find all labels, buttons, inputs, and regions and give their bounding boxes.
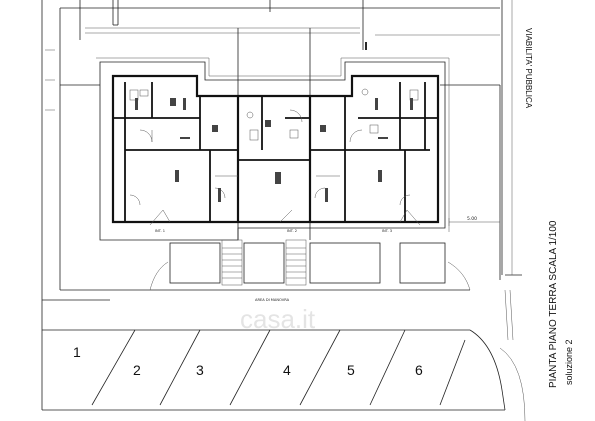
- unit-label-3: INT. 3: [382, 229, 392, 233]
- bathroom-fixtures: [129, 88, 419, 141]
- dimension-label: 5.00: [467, 216, 477, 222]
- drawing-subtitle: soluzione 2: [564, 339, 574, 385]
- room-annotations: [135, 98, 413, 202]
- unit-label-1: INT. 1: [155, 229, 165, 233]
- stall-number-4: 4: [283, 362, 291, 378]
- interior-walls: [113, 82, 438, 222]
- door-swings: [129, 109, 421, 226]
- front-planters: [149, 239, 471, 291]
- stall-number-3: 3: [196, 362, 204, 378]
- stall-number-6: 6: [415, 362, 423, 378]
- stall-number-5: 5: [347, 362, 355, 378]
- maneuver-area-label: AREA DI MANOVRA: [255, 298, 290, 302]
- watermark: casa.it: [240, 304, 316, 334]
- unit-labels: INT. 1 INT. 2 INT. 3: [155, 229, 392, 233]
- building-shell: [96, 57, 450, 241]
- dimension-line: 5.00: [448, 216, 501, 226]
- road-label: VIABILITA' PUBBLICA: [524, 28, 533, 109]
- drawing-title: PIANTA PIANO TERRA SCALA 1/100: [548, 220, 559, 388]
- site-boundary: [41, 0, 522, 411]
- stall-number-1: 1: [73, 344, 81, 360]
- stall-number-2: 2: [133, 362, 141, 378]
- unit-label-2: INT. 2: [287, 229, 297, 233]
- parking-stall-numbers: 1 2 3 4 5 6: [73, 344, 423, 378]
- parking-area: [42, 289, 526, 421]
